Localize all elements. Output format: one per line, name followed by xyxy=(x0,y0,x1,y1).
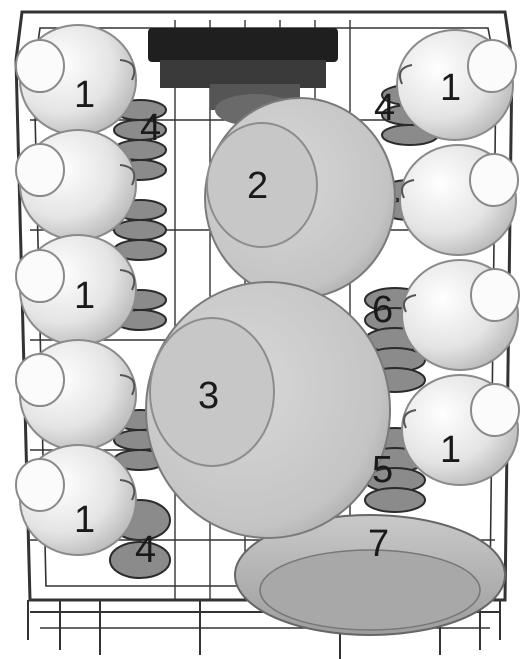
label-cup-top-left: 1 xyxy=(74,74,95,116)
label-bowl-small: 2 xyxy=(247,165,268,207)
label-glass-bottom-left: 4 xyxy=(135,529,156,571)
label-bowl-large: 3 xyxy=(198,375,219,417)
label-glass-top-right: 4 xyxy=(374,87,395,129)
cup-right-2 xyxy=(400,145,518,255)
cup-left-4 xyxy=(16,340,136,450)
cup-left-2 xyxy=(16,130,136,240)
cup-right-3 xyxy=(402,260,519,370)
label-plate-bottom: 7 xyxy=(368,523,389,565)
label-cup-low-left: 1 xyxy=(74,499,95,541)
label-cup-mid-left: 1 xyxy=(74,275,95,317)
bowl-large xyxy=(146,282,390,538)
bowl-small xyxy=(205,98,395,298)
label-glass-top-left: 4 xyxy=(140,107,161,149)
label-saucer-right-low: 5 xyxy=(372,449,393,491)
label-saucer-right-mid: 6 xyxy=(372,289,393,331)
label-cup-low-right: 1 xyxy=(440,429,461,471)
label-cup-top-right: 1 xyxy=(440,67,461,109)
